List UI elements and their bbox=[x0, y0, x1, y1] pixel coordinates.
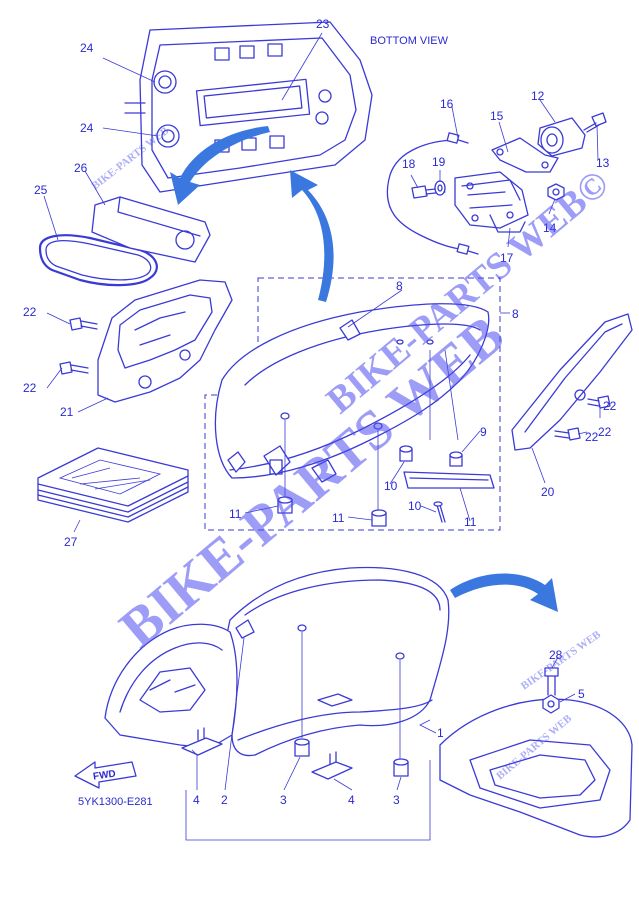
callout-15: 15 bbox=[490, 109, 504, 123]
callout-2: 2 bbox=[221, 793, 228, 807]
callout-22-right-bottom: 22 bbox=[598, 425, 612, 439]
part-6-rear-seat bbox=[214, 303, 490, 512]
large-curved-arrow-icon bbox=[290, 170, 334, 302]
callout-4-right: 4 bbox=[348, 793, 355, 807]
part-16-cable bbox=[386, 132, 479, 255]
callout-numbers: 23 24 24 26 25 22 22 21 16 18 19 15 12 1… bbox=[23, 17, 617, 807]
callout-3-left: 3 bbox=[280, 793, 287, 807]
part-21-cover bbox=[97, 279, 233, 403]
callout-28: 28 bbox=[549, 648, 563, 662]
callout-19: 19 bbox=[432, 155, 446, 169]
group-box-6 bbox=[204, 277, 501, 531]
part-13-screw bbox=[583, 112, 607, 133]
watermark-small-right: BIKE-PARTS WEB bbox=[519, 628, 604, 692]
callout-9: 11 bbox=[464, 515, 477, 529]
callout-5: 5 bbox=[578, 687, 585, 701]
part-7-hook bbox=[339, 319, 361, 341]
tail-cover bbox=[439, 698, 633, 838]
part-3-dampers bbox=[294, 738, 409, 777]
callout-11-left: 11 bbox=[229, 507, 242, 521]
callout-18: 18 bbox=[402, 157, 416, 171]
callout-13: 13 bbox=[596, 156, 610, 170]
callout-22-left-bottom: 22 bbox=[23, 381, 37, 395]
part-17-seat-lock bbox=[454, 171, 529, 233]
callout-7: 8 bbox=[396, 279, 403, 293]
callout-22-right-top: 22 bbox=[603, 399, 617, 413]
callout-3-right: 3 bbox=[393, 793, 400, 807]
right-curved-arrow-icon bbox=[450, 573, 558, 612]
part-27-manual bbox=[37, 447, 189, 523]
callout-23: 23 bbox=[316, 17, 330, 31]
fwd-arrow-icon bbox=[74, 761, 137, 789]
part-4-brackets bbox=[181, 727, 353, 780]
callout-25: 25 bbox=[34, 183, 48, 197]
callout-22-right-mid: 22 bbox=[585, 430, 599, 444]
view-label: BOTTOM VIEW bbox=[370, 35, 449, 47]
part-12-lock-cylinder bbox=[537, 117, 586, 157]
callout-12: 12 bbox=[531, 89, 545, 103]
part-10-screw bbox=[433, 501, 446, 523]
part-22-bolts bbox=[59, 317, 611, 441]
callout-26: 26 bbox=[74, 161, 88, 175]
seat-bottom-view bbox=[124, 21, 373, 193]
callout-21: 21 bbox=[60, 405, 74, 419]
part-11-dampers bbox=[277, 496, 387, 527]
drawing-code: 5YK1300-E281 bbox=[78, 796, 153, 808]
curved-arrow-icon bbox=[170, 126, 270, 205]
part-1-main-seat bbox=[104, 566, 450, 760]
fwd-label: FWD bbox=[92, 769, 116, 783]
part-26-pad bbox=[91, 196, 211, 263]
callout-16: 16 bbox=[440, 97, 454, 111]
part-19-washer bbox=[434, 180, 446, 196]
part-15-bracket bbox=[491, 137, 559, 173]
part-25-gasket bbox=[38, 234, 158, 287]
part-8-dampers bbox=[399, 445, 463, 467]
part-28-bolt bbox=[544, 667, 559, 696]
part-9-reflector-plate bbox=[403, 471, 495, 489]
callout-8-right: 9 bbox=[480, 425, 487, 439]
callout-20: 20 bbox=[541, 485, 555, 499]
leader-lines bbox=[43, 32, 601, 841]
callout-8-left: 10 bbox=[384, 479, 398, 493]
callout-14: 14 bbox=[543, 221, 557, 235]
callout-27: 27 bbox=[64, 535, 78, 549]
callout-1: 1 bbox=[437, 726, 444, 740]
callout-6: 8 bbox=[512, 307, 519, 321]
part-5-nut bbox=[542, 694, 560, 714]
callout-4-left: 4 bbox=[193, 793, 200, 807]
part-14-nut bbox=[547, 183, 565, 201]
callout-10: 10 bbox=[408, 499, 422, 513]
callout-17: 17 bbox=[500, 251, 514, 265]
callout-24-bottom: 24 bbox=[80, 121, 94, 135]
callout-11-right: 11 bbox=[332, 511, 345, 525]
callout-22-left-top: 22 bbox=[23, 305, 37, 319]
part-20-cover bbox=[511, 313, 633, 451]
callout-24-top: 24 bbox=[80, 41, 94, 55]
